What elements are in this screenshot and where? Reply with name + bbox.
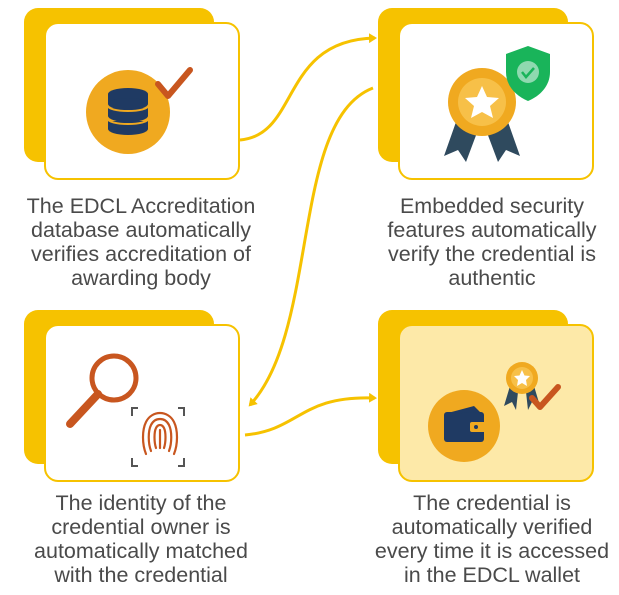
caption-security: Embedded security features automatically… xyxy=(357,194,619,290)
award-shield-icon xyxy=(444,46,550,162)
caption-line: database automatically xyxy=(31,218,251,242)
caption-line: every time it is accessed xyxy=(374,539,610,563)
caption-identity: The identity of the credential owner is … xyxy=(6,491,276,587)
card-identity xyxy=(24,310,242,484)
card-wallet xyxy=(378,310,596,484)
card-face xyxy=(398,324,594,482)
caption-line: verifies accreditation of xyxy=(31,242,251,266)
caption-line: with the credential xyxy=(54,563,228,587)
wallet-badge-icon xyxy=(428,362,561,462)
caption-line: authentic xyxy=(448,266,536,290)
database-check-icon xyxy=(86,67,193,154)
caption-database: The EDCL Accreditation database automati… xyxy=(6,194,276,290)
magnifier-fingerprint-icon xyxy=(66,353,185,467)
card-face xyxy=(398,22,594,180)
card-face xyxy=(44,324,240,482)
card-face xyxy=(44,22,240,180)
arrow-database-to-security xyxy=(239,33,377,142)
card-database xyxy=(24,8,242,182)
caption-line: automatically matched xyxy=(34,539,248,563)
caption-line: credential owner is xyxy=(51,515,231,539)
caption-line: features automatically xyxy=(387,218,597,242)
caption-line: awarding body xyxy=(71,266,211,290)
card-security xyxy=(378,8,596,182)
caption-line: The EDCL Accreditation xyxy=(26,194,256,218)
arrow-identity-to-wallet xyxy=(244,392,377,437)
caption-line: Embedded security xyxy=(399,194,585,218)
caption-wallet: The credential is automatically verified… xyxy=(357,491,619,587)
caption-line: The credential is xyxy=(413,491,571,515)
caption-line: in the EDCL wallet xyxy=(403,563,581,587)
caption-line: verify the credential is xyxy=(388,242,596,266)
caption-line: automatically verified xyxy=(391,515,593,539)
arrow-security-to-identity xyxy=(248,86,374,407)
caption-line: The identity of the xyxy=(55,491,227,515)
